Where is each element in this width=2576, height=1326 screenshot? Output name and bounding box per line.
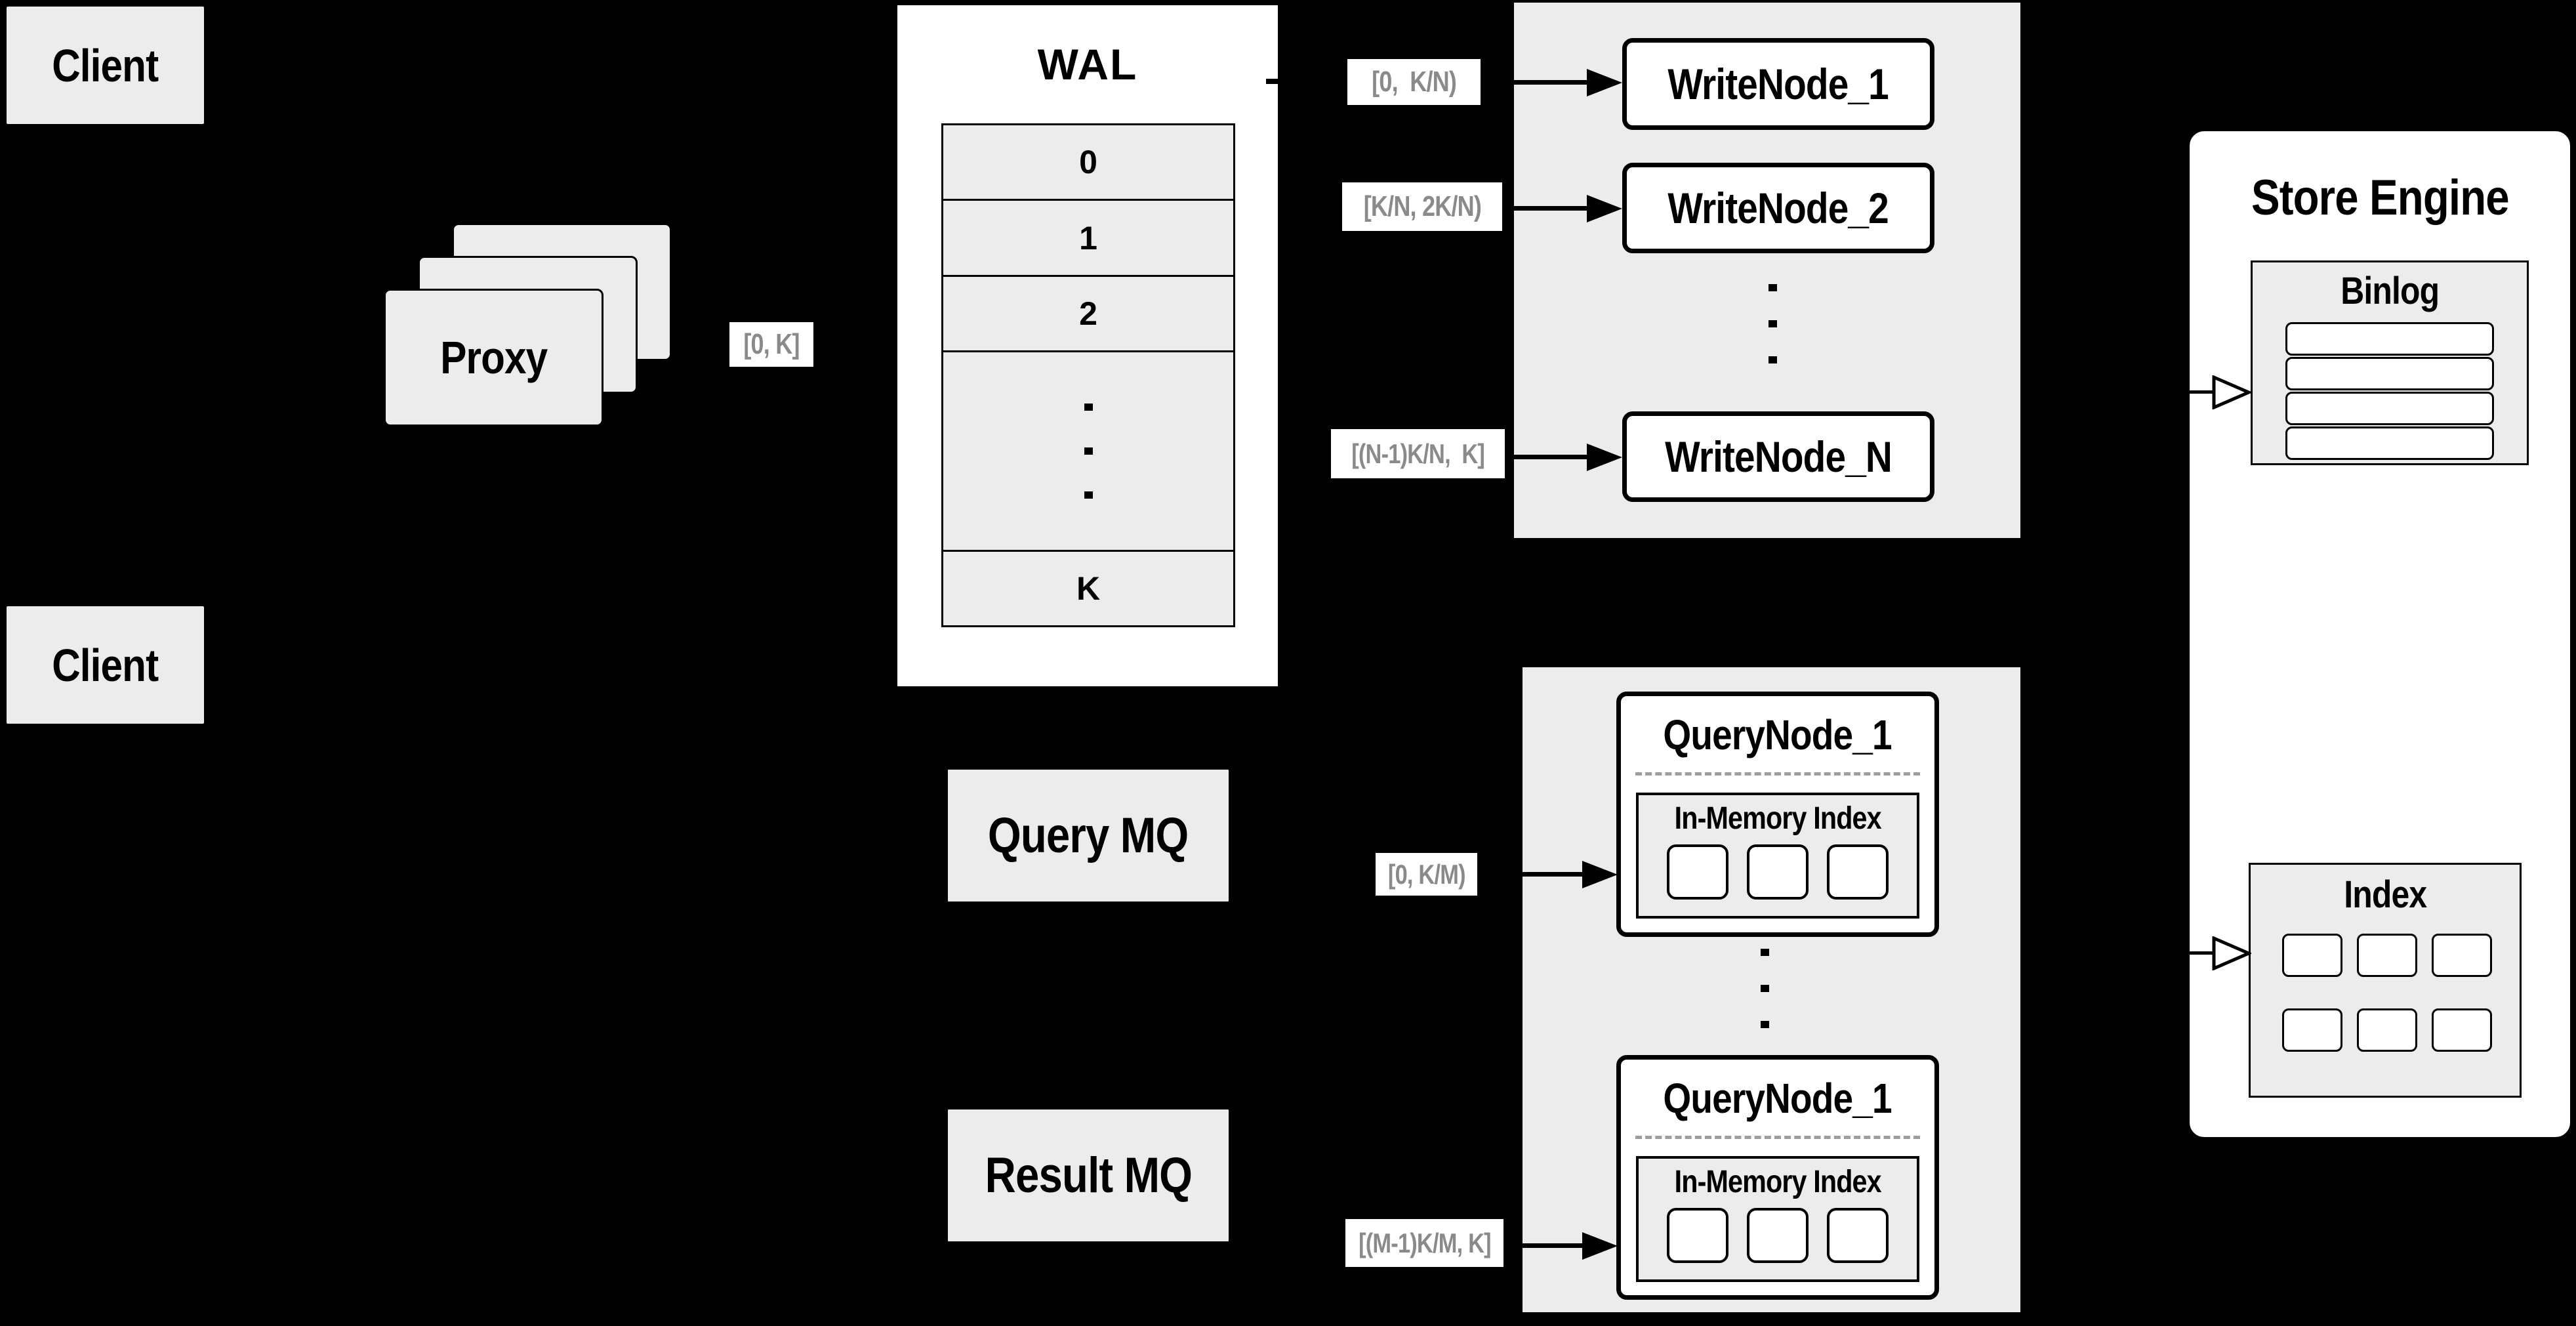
edge-label-query-m: [(M-1)K/M, K] [1345,1219,1503,1267]
dashed-divider [1635,772,1920,776]
edge-label-write-2: [K/N, 2K/N) [1342,182,1502,231]
binlog-row [2285,322,2494,356]
arrowhead-icon [1587,69,1622,96]
binlog-row [2285,357,2494,390]
index-title: Index [2344,873,2427,916]
arrow-line-icon [1523,1243,1591,1248]
memory-segments [1639,844,1917,900]
memory-segment [1747,844,1809,900]
proxy-card-front: Proxy [384,289,603,426]
client-box-top: Client [5,5,205,125]
wal-title-wrap: WAL [897,39,1278,89]
edge-label-write-1: [0, K/N) [1347,59,1481,105]
index-cell [2357,934,2417,977]
dashed-divider [1635,1136,1920,1139]
memory-segment [1667,1208,1728,1263]
arrow-line-icon [1523,872,1591,877]
wal-segment-row: 1 [943,201,1233,277]
hollow-arrowhead-icon [2212,936,2251,970]
result-mq-box: Result MQ [947,1108,1230,1243]
wal-segment-row: K [943,552,1233,625]
wal-segment-row: 0 [943,125,1233,201]
binlog-rows [2285,322,2494,460]
edge-label-write-n: [(N-1)K/N, K] [1331,429,1505,478]
write-node-2: WriteNode_2 [1622,163,1934,253]
store-engine-title-wrap: Store Engine [2190,169,2570,226]
arrow-line-icon [2190,951,2217,955]
store-engine-title: Store Engine [2251,170,2510,226]
binlog-row [2285,426,2494,460]
query-mq-box: Query MQ [947,768,1230,903]
memory-segment [1827,844,1889,900]
wal-ellipsis-row [943,352,1233,552]
index-cell [2432,934,2492,977]
edge-label-proxy-to-wal: [0, K] [729,322,813,367]
memory-segment [1747,1208,1809,1263]
index-cells [2251,934,2520,1052]
client-top-label: Client [52,39,159,91]
ellipsis-dots [1761,949,1769,1028]
wal-segment-row: 2 [943,277,1233,352]
in-memory-index-box: In-Memory Index [1636,1156,1919,1282]
arrow-line-icon [2190,390,2217,394]
client-bottom-label: Client [52,639,159,691]
wal-title: WAL [1037,40,1138,89]
arrow-line-icon [1514,206,1595,211]
wal-segment-table: 0 1 2 K [941,123,1235,627]
store-engine-box: Store Engine Binlog Index [2188,130,2571,1138]
write-node-1: WriteNode_1 [1622,38,1934,130]
index-cell [2282,1008,2342,1052]
binlog-row [2285,392,2494,425]
binlog-box: Binlog [2251,260,2529,465]
arrow-line-icon [1514,455,1595,459]
hollow-arrowhead-icon [2212,375,2251,409]
memory-segments [1639,1208,1917,1263]
memory-segment [1667,844,1728,900]
wal-box: WAL 0 1 2 K [895,3,1280,688]
ellipsis-dots [1768,284,1777,363]
edge-label-query-1: [0, K/M) [1376,853,1477,896]
write-node-n: WriteNode_N [1622,411,1934,502]
binlog-title: Binlog [2341,270,2440,312]
query-node-top: QueryNode_1 In-Memory Index [1616,692,1939,937]
index-cell [2432,1008,2492,1052]
arrowhead-icon [1582,861,1618,888]
arrowhead-icon [1582,1232,1618,1260]
arrow-line-icon [1514,80,1595,85]
query-node-title: QueryNode_1 [1663,711,1892,758]
index-box: Index [2249,863,2522,1098]
proxy-label: Proxy [440,332,548,383]
query-node-title: QueryNode_1 [1663,1075,1892,1122]
arrowhead-icon [1587,195,1622,222]
query-node-bottom: QueryNode_1 In-Memory Index [1616,1055,1939,1300]
client-box-bottom: Client [5,605,205,725]
index-cell [2357,1008,2417,1052]
ellipsis-dots [1084,404,1093,499]
arrow-tail-tick [1266,79,1282,84]
in-memory-index-box: In-Memory Index [1636,793,1919,919]
arrowhead-icon [1587,444,1622,471]
index-cell [2282,934,2342,977]
memory-segment [1827,1208,1889,1263]
